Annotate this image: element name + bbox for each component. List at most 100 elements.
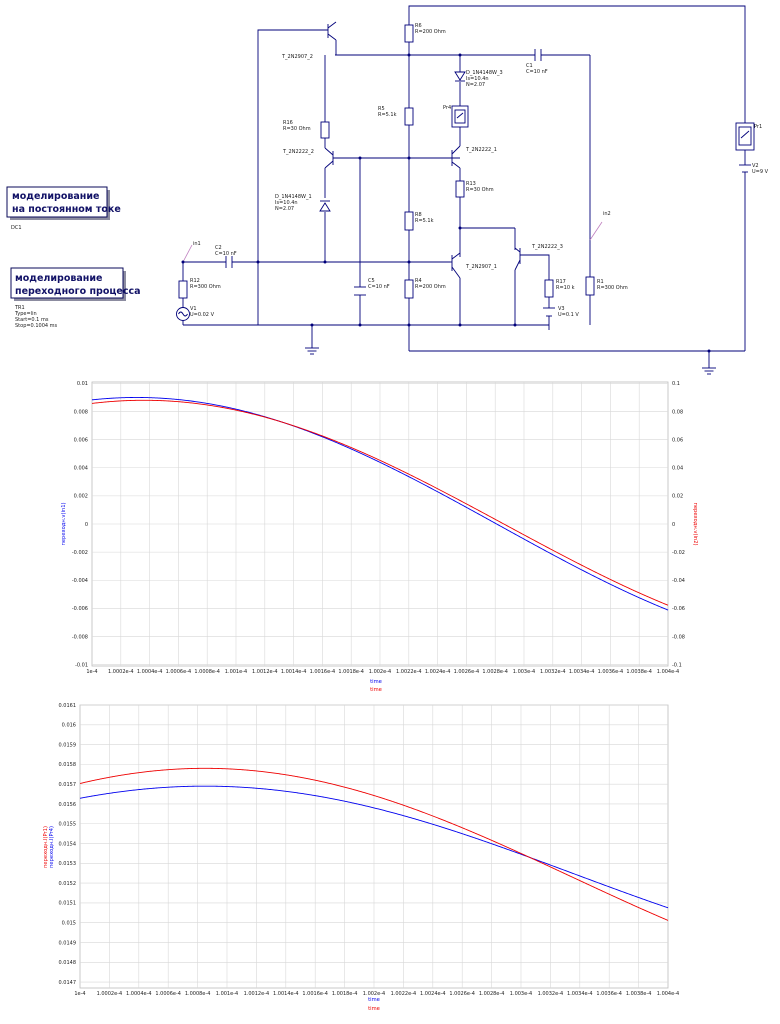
resistor-r17[interactable] xyxy=(544,279,554,298)
label-r12-name: R12 xyxy=(190,278,200,284)
label-r6-value: R=200 Ohm xyxy=(415,29,446,35)
tr-param-start: Start=0.1 ms xyxy=(15,317,49,323)
capacitor-c1[interactable] xyxy=(534,49,542,61)
label-r4-name: R4 xyxy=(415,278,422,284)
tr-param-stop: Stop=0.1004 ms xyxy=(15,323,58,329)
voltage-probe-in1[interactable] xyxy=(181,244,193,264)
x-tick-label: 1.0024e-4 xyxy=(420,991,446,997)
label-t3: T_2N2222_1 xyxy=(465,147,497,153)
transistor-t4[interactable] xyxy=(514,247,521,271)
x-tick-label: 1e-4 xyxy=(74,991,85,997)
transient-simulation-button[interactable]: моделирование переходного процесса xyxy=(10,267,141,301)
y-tick-label: 0.02 xyxy=(672,494,683,500)
label-c1-name: C1 xyxy=(526,63,533,69)
capacitor-c2[interactable] xyxy=(225,256,233,268)
x-tick-label: 1.002e-4 xyxy=(363,991,385,997)
chart2-ylabel-left-top: переходн.I(Pr4) xyxy=(49,826,55,868)
y-tick-label: 0.08 xyxy=(672,409,683,415)
resistor-r1[interactable] xyxy=(585,276,595,296)
resistor-r16[interactable] xyxy=(320,121,330,139)
y-tick-label: -0.04 xyxy=(672,578,685,584)
label-v3-value: U=0.1 V xyxy=(558,312,579,318)
y-tick-label: 0.04 xyxy=(672,466,683,472)
series-line-in1 xyxy=(91,397,669,611)
current-chart: 0.01610.0160.01590.01580.01570.01560.015… xyxy=(43,703,679,1012)
y-tick-label: -0.002 xyxy=(72,550,88,556)
x-tick-label: 1.0038e-4 xyxy=(626,669,652,675)
x-tick-label: 1.0008e-4 xyxy=(185,991,211,997)
y-tick-label: 0.0148 xyxy=(59,960,77,966)
voltage-probe-in2[interactable] xyxy=(589,221,603,241)
x-tick-label: 1.0024e-4 xyxy=(425,669,451,675)
label-d3-n: N=2.07 xyxy=(466,82,485,88)
y-tick-label: -0.06 xyxy=(672,606,685,612)
current-probe-pr1[interactable] xyxy=(735,122,755,151)
chart2-xlabel-bottom: time xyxy=(368,1006,380,1012)
y-tick-label: 0.0152 xyxy=(59,881,77,887)
x-tick-label: 1.0006e-4 xyxy=(155,991,181,997)
y-tick-label: 0.016 xyxy=(62,723,76,729)
resistor-r8[interactable] xyxy=(404,211,414,231)
y-tick-label: 0.0159 xyxy=(59,742,77,748)
resistor-r12[interactable] xyxy=(178,280,188,299)
ac-source-v1[interactable] xyxy=(176,307,190,321)
dc-source-v2[interactable] xyxy=(739,164,751,180)
y-tick-label: -0.08 xyxy=(672,634,685,640)
y-tick-label: 0.0155 xyxy=(59,822,77,828)
dc-simulation-button[interactable]: моделирование на постоянном токе xyxy=(6,186,121,220)
x-tick-label: 1.0018e-4 xyxy=(338,669,364,675)
x-tick-label: 1.0034e-4 xyxy=(569,669,595,675)
chart2-grid xyxy=(80,704,668,988)
x-tick-label: 1.0036e-4 xyxy=(598,669,624,675)
chart1-ylabel-left: переходн.v(in1) xyxy=(61,502,67,545)
label-c1-value: C=10 nF xyxy=(526,69,548,75)
x-tick-label: 1.0014e-4 xyxy=(273,991,299,997)
x-tick-label: 1.0006e-4 xyxy=(166,669,192,675)
transistor-t5[interactable] xyxy=(450,252,461,279)
label-pr1: Pr1 xyxy=(754,124,762,130)
x-tick-label: 1e-4 xyxy=(86,669,97,675)
label-v3-name: V3 xyxy=(558,306,565,312)
resistor-r5[interactable] xyxy=(404,107,414,126)
transistor-t1[interactable] xyxy=(324,21,337,68)
transistor-t3[interactable] xyxy=(409,145,461,169)
y-tick-label: 0.06 xyxy=(672,437,683,443)
y-tick-label: -0.006 xyxy=(72,606,88,612)
transient-label-2: переходного процесса xyxy=(15,286,141,297)
x-tick-label: 1.0032e-4 xyxy=(540,669,566,675)
ground-icon xyxy=(702,367,716,375)
y-tick-label: 0.01 xyxy=(77,381,88,387)
diode-d3[interactable] xyxy=(454,71,466,82)
y-tick-label: 0.0158 xyxy=(59,762,77,768)
diode-d1[interactable] xyxy=(319,200,331,212)
x-tick-label: 1.0016e-4 xyxy=(310,669,336,675)
x-tick-label: 1.002e-4 xyxy=(369,669,391,675)
y-tick-label: 0.1 xyxy=(672,381,680,387)
chart2-y-ticks: 0.01610.0160.01590.01580.01570.01560.015… xyxy=(59,703,77,986)
label-t1: T_2N2907_2 xyxy=(281,54,313,60)
x-tick-label: 1.0004e-4 xyxy=(137,669,163,675)
transistor-t2[interactable] xyxy=(324,147,334,169)
y-tick-label: 0 xyxy=(85,522,88,528)
current-probe-pr4[interactable] xyxy=(451,105,469,128)
chart1-y-ticks-right: 0.10.080.060.040.020-0.02-0.04-0.06-0.08… xyxy=(672,381,685,668)
resistor-r13[interactable] xyxy=(455,180,465,198)
dc-simulation-label-1: моделирование xyxy=(12,191,99,202)
capacitor-c5[interactable] xyxy=(354,286,366,296)
component-labels: T_2N2907_2 R6 R=200 Ohm C1 C=10 nF D_1N4… xyxy=(190,23,769,318)
x-tick-label: 1.0028e-4 xyxy=(482,669,508,675)
y-tick-label: 0.0153 xyxy=(59,861,77,867)
x-tick-label: 1.0032e-4 xyxy=(538,991,564,997)
x-tick-label: 1.001e-4 xyxy=(225,669,247,675)
dc-source-v3[interactable] xyxy=(543,307,555,317)
x-tick-label: 1.0002e-4 xyxy=(97,991,123,997)
x-tick-label: 1.0018e-4 xyxy=(332,991,358,997)
y-tick-label: 0.0149 xyxy=(59,940,77,946)
resistor-r4[interactable] xyxy=(404,279,414,299)
x-tick-label: 1.0022e-4 xyxy=(391,991,417,997)
y-tick-label: 0.006 xyxy=(74,437,88,443)
resistor-r6[interactable] xyxy=(404,24,414,43)
label-r8-value: R=5.1k xyxy=(415,218,434,224)
